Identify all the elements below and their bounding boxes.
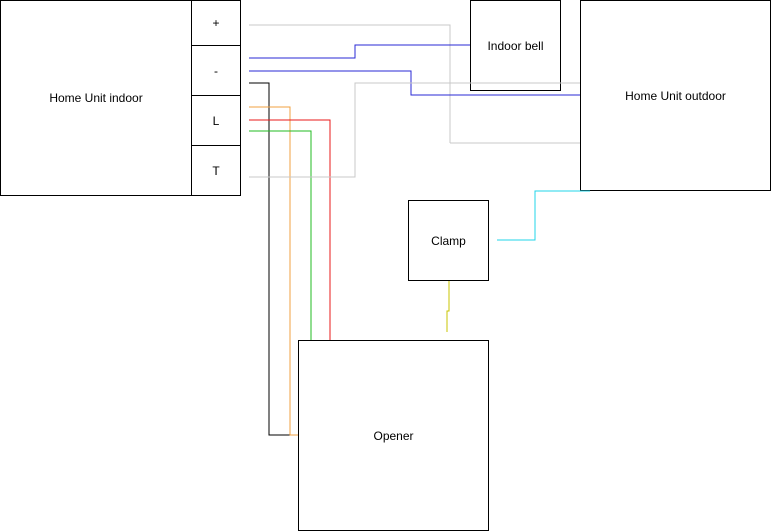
- terminal-plus-label: +: [212, 16, 220, 30]
- home-unit-outdoor-label: Home Unit outdoor: [625, 88, 726, 103]
- indoor-bell-box[interactable]: Indoor bell: [470, 0, 561, 91]
- terminal-l-label: L: [212, 113, 220, 128]
- wire-gray-bell-to-plus[interactable]: [241, 22, 451, 144]
- terminal-l[interactable]: L: [191, 95, 241, 146]
- wire-yellow-clamp-to-opener[interactable]: [444, 281, 451, 340]
- wire-blue-bell-to-minus[interactable]: [241, 44, 470, 62]
- clamp-box[interactable]: Clamp: [408, 200, 489, 281]
- wire-blue-outdoor-to-minus[interactable]: [241, 68, 580, 96]
- wire-black-opener-to-minus[interactable]: [241, 80, 298, 436]
- opener-label: Opener: [373, 428, 414, 443]
- terminal-minus-label: -: [214, 63, 218, 78]
- opener-box[interactable]: Opener: [298, 340, 489, 531]
- wire-gray-outdoor-to-t[interactable]: [241, 82, 580, 181]
- indoor-bell-label: Indoor bell: [487, 38, 544, 53]
- home-unit-indoor-box[interactable]: Home Unit indoor: [0, 0, 192, 196]
- wire-cyan-outdoor-to-clamp[interactable]: [489, 190, 590, 244]
- wire-orange-opener-to-l[interactable]: [241, 104, 298, 436]
- terminal-t-label: T: [212, 163, 220, 178]
- wire-green-opener-to-l[interactable]: [241, 128, 312, 341]
- wire-red-opener-to-l[interactable]: [241, 117, 331, 341]
- terminal-t[interactable]: T: [191, 145, 241, 196]
- terminal-minus[interactable]: -: [191, 45, 241, 96]
- clamp-label: Clamp: [431, 233, 466, 248]
- home-unit-indoor-label: Home Unit indoor: [49, 91, 143, 105]
- home-unit-outdoor-box[interactable]: Home Unit outdoor: [580, 0, 771, 191]
